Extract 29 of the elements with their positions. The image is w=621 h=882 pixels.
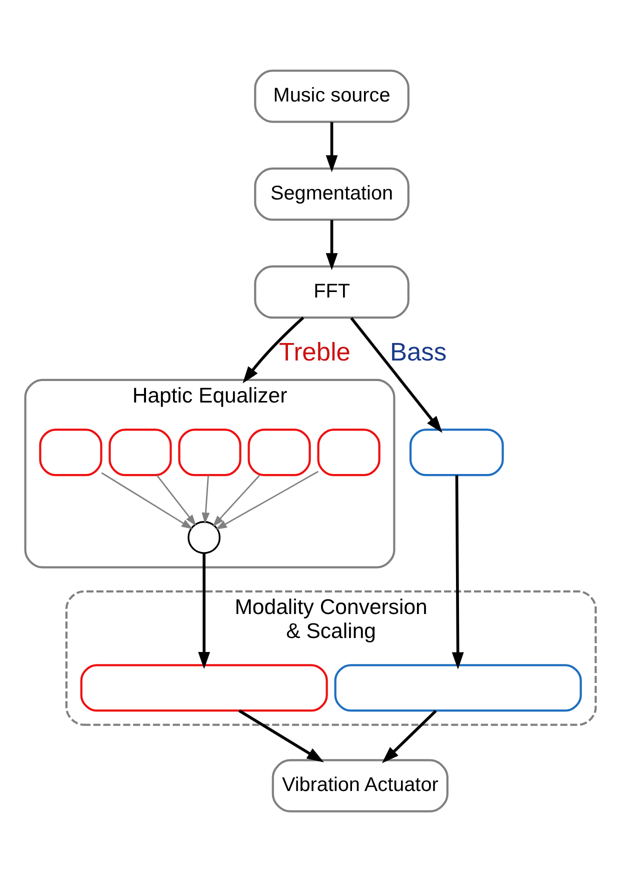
- node-box: [248, 428, 311, 476]
- arrow: [101, 472, 193, 530]
- arrow: [382, 710, 437, 764]
- arrow: [326, 220, 338, 270]
- arrow: [212, 474, 260, 527]
- arrow: [216, 470, 319, 530]
- node-box: Vibration Actuator: [272, 759, 448, 812]
- node-box: [178, 428, 242, 476]
- node-box: [39, 428, 102, 476]
- arrow: [156, 474, 196, 526]
- node-box: [80, 664, 328, 712]
- node-circle: [188, 521, 221, 554]
- arrow: [350, 317, 442, 433]
- node-box: Segmentation: [254, 168, 410, 221]
- node-box: [334, 664, 582, 712]
- node-box: FFT: [254, 265, 410, 319]
- arrow: [198, 554, 210, 670]
- cluster: Haptic Equalizer: [24, 378, 396, 568]
- arrow: [242, 316, 304, 384]
- arrow: [202, 475, 210, 524]
- cluster: Modality Conversion & Scaling: [65, 590, 597, 726]
- edge-label: Treble: [279, 338, 350, 367]
- node-box: [317, 428, 380, 476]
- arrow: [452, 475, 464, 670]
- node-box: Music source: [254, 70, 410, 123]
- arrow: [326, 122, 338, 172]
- node-box: [108, 428, 172, 476]
- edge-label: Bass: [390, 338, 447, 367]
- node-box: [409, 428, 504, 476]
